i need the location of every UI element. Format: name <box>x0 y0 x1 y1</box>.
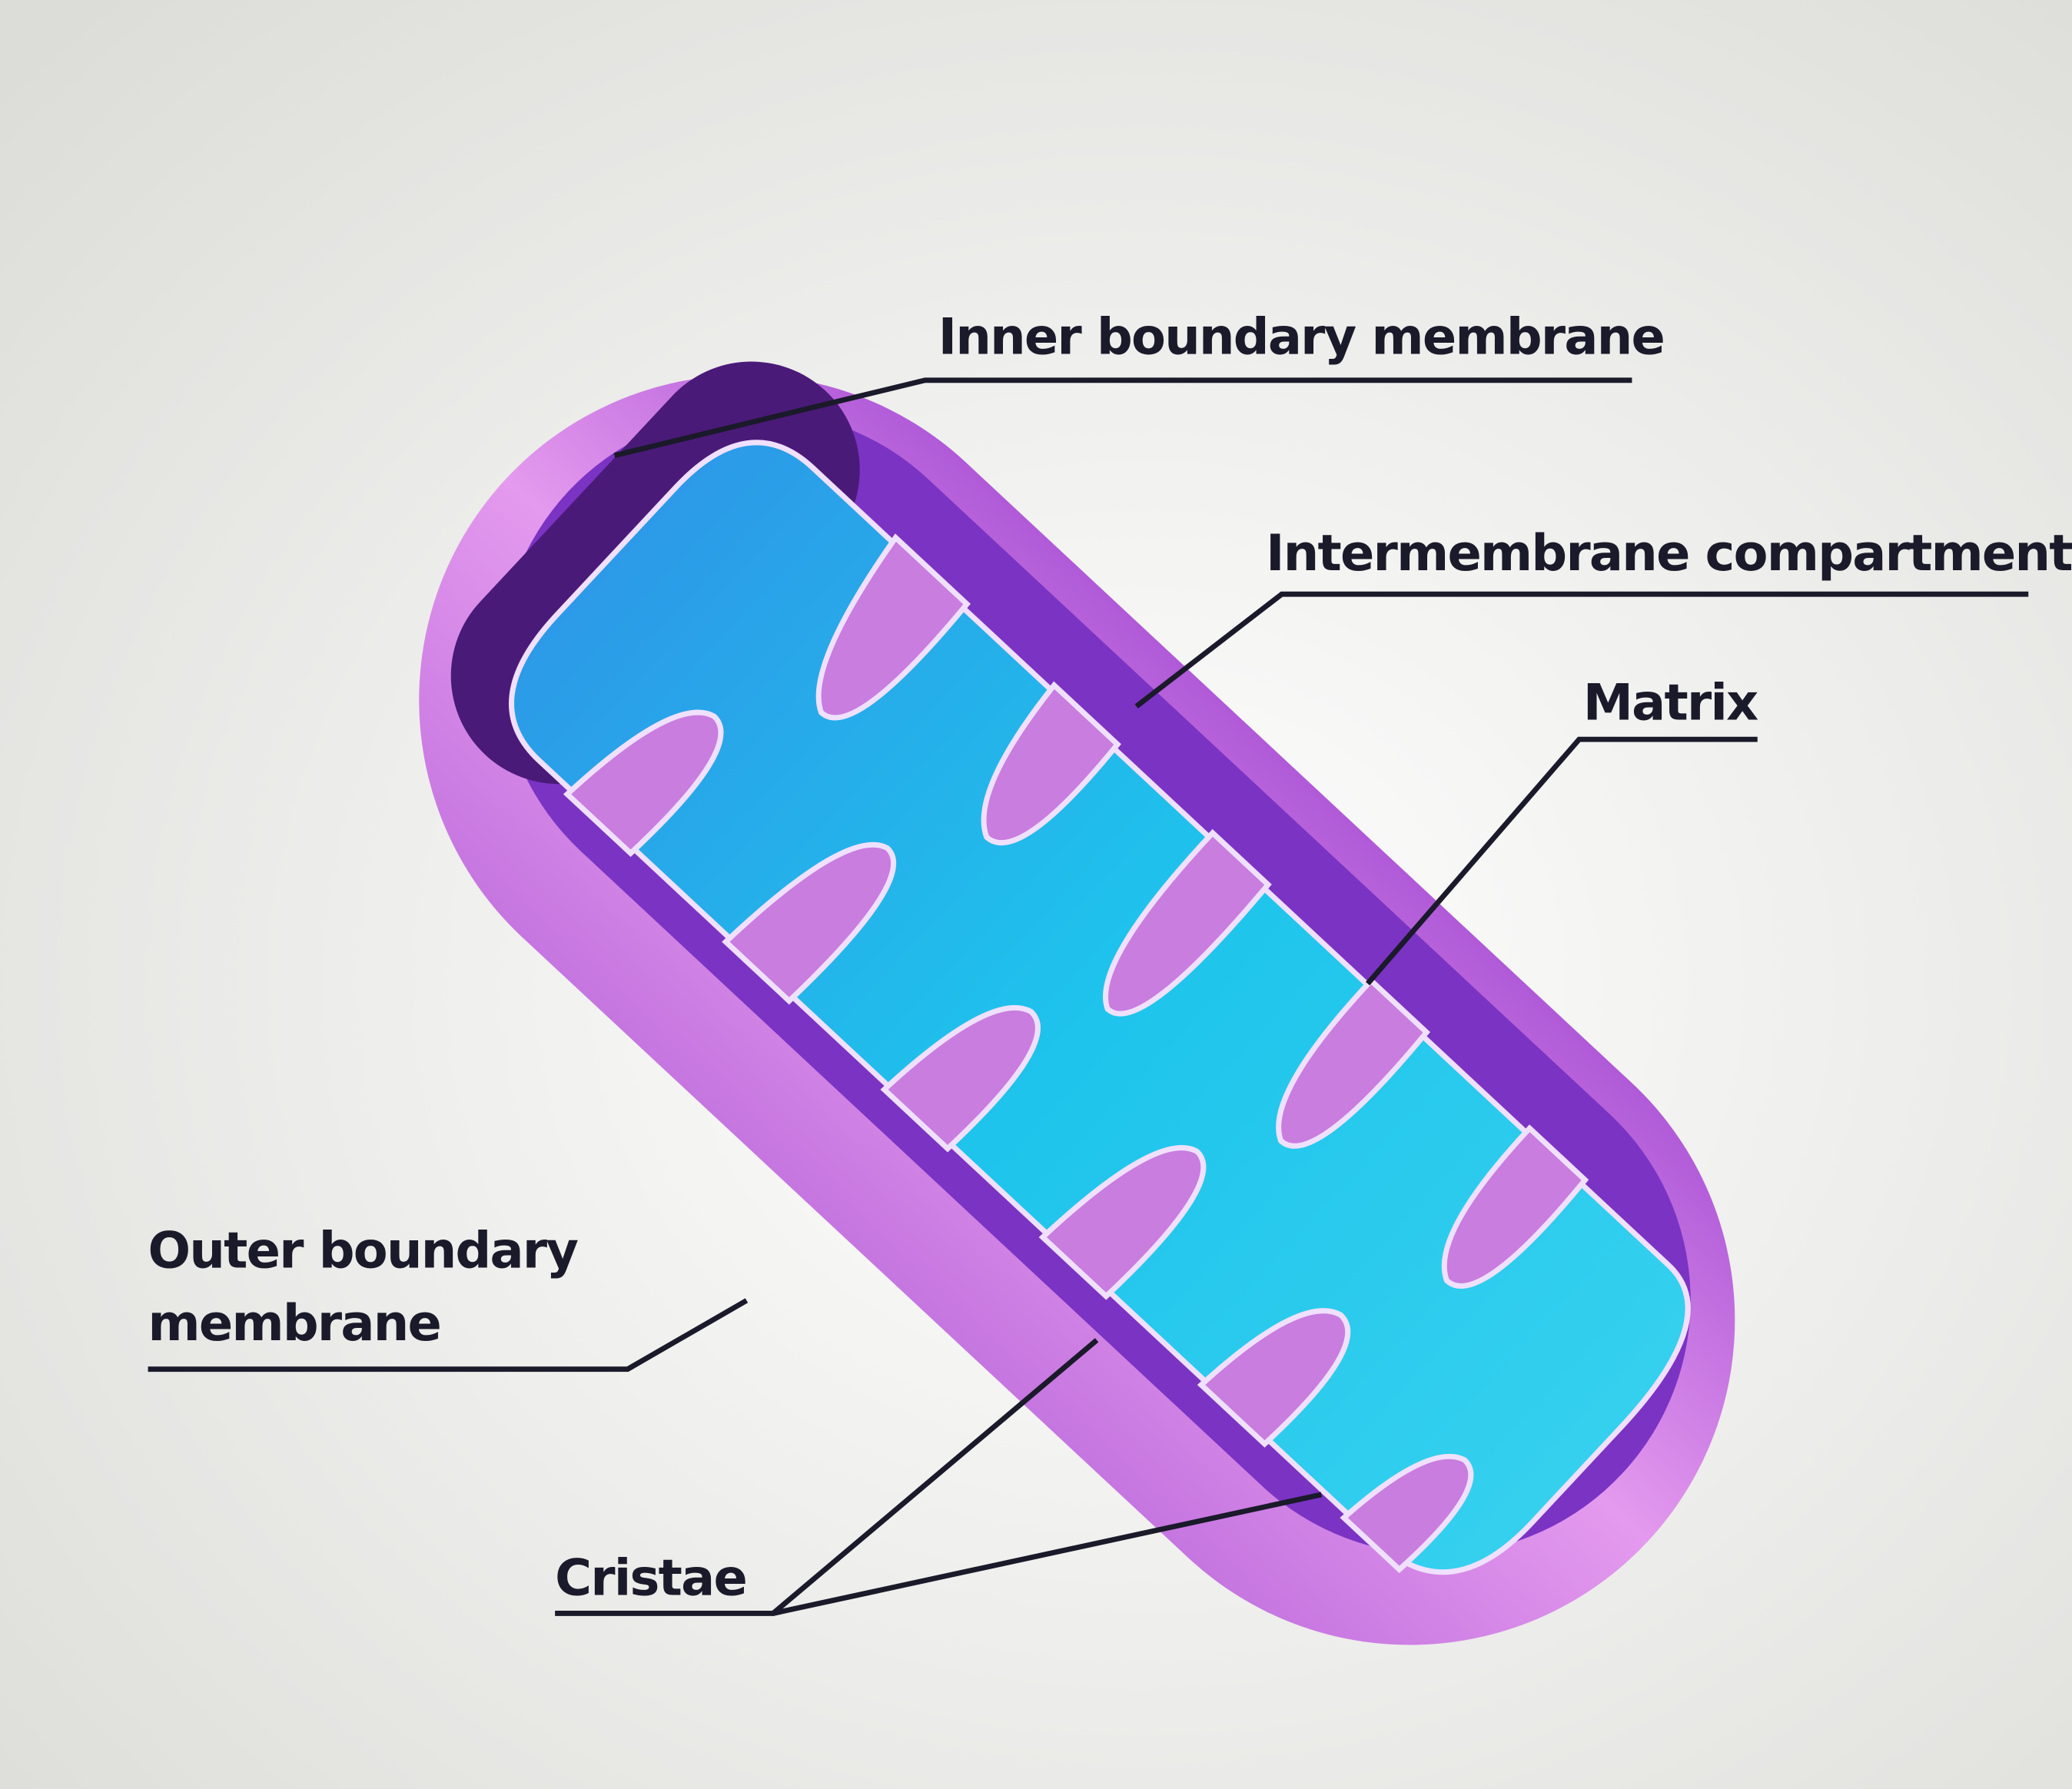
label-intermembrane: Intermembrane compartment <box>1134 524 2072 709</box>
cristae <box>563 533 1589 1574</box>
label-matrix: Matrix <box>1365 673 1760 986</box>
label-inner-membrane: Inner boundary membrane <box>613 307 1665 459</box>
label-outer-membrane: Outer boundary membrane <box>148 1221 749 1372</box>
label-text: Intermembrane compartment <box>1266 524 2072 583</box>
mitochondrion <box>419 361 1735 1645</box>
leader-line <box>772 1492 1323 1616</box>
label-text: Inner boundary membrane <box>938 307 1664 366</box>
label-cristae: Cristae <box>555 1338 1323 1616</box>
label-text: Matrix <box>1583 673 1758 732</box>
label-text: Outer boundary <box>148 1221 579 1280</box>
leader-line <box>1134 591 2029 709</box>
leader-line <box>613 377 1632 459</box>
leader-line <box>148 1298 749 1372</box>
label-text: Cristae <box>555 1548 746 1607</box>
leader-line <box>1365 736 1758 986</box>
label-text: membrane <box>148 1294 441 1353</box>
